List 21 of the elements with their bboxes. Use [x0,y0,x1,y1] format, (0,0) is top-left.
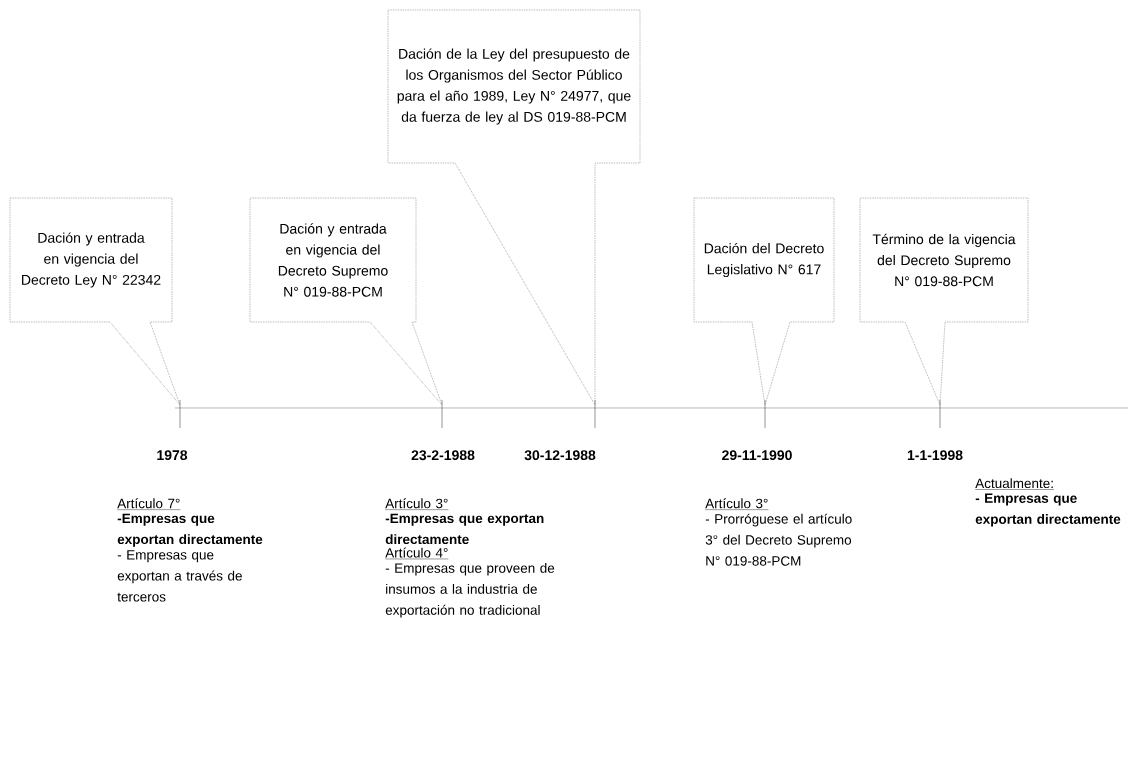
date-label: 1978 [157,450,188,461]
date-label: 23-2-1988 [411,450,475,461]
date-label: 30-12-1988 [524,450,596,461]
callout-box: Dación y entrada en vigencia del Decreto Ley N° 22342 [9,197,181,406]
body-text: -Empresas que exportan directamente [117,513,263,547]
article-heading: Artículo 3° [705,498,769,510]
date-label: 1-1-1998 [907,450,963,461]
body-text: - Empresas que exportan a través de terceros [117,550,242,602]
article-heading: Artículo 4° [385,547,449,560]
body-text: -Empresas que exportan directamente [385,513,544,545]
body-text: - Prorróguese el artículo 3° del Decreto Supremo N° 019-88-PCM [705,513,852,566]
date-label: 29-11-1990 [722,450,792,461]
callout-box: Dación y entrada en vigencia del Decreto Supremo N° 019-88-PCM [249,197,443,406]
body-text: - Empresas que proveen de insumos a la industria de exportación no tradicional [385,562,555,618]
callout-box: Dación de la Ley del presupuesto de los Organismos del Sector Público para el año 1989, Ley N° 24977, que da fuerza de ley al DS 019-88-PCM [387,9,641,406]
callout-box: Dación del Decreto Legislativo N° 617 [693,197,835,406]
article-heading: Artículo 3° [385,498,449,510]
article-heading: Artículo 7° [117,498,181,510]
body-text: - Empresas que exportan directamente [975,493,1121,527]
article-heading: Actualmente: [975,478,1055,490]
callout-box: Término de la vigencia del Decreto Supremo N° 019-88-PCM [859,197,1029,406]
